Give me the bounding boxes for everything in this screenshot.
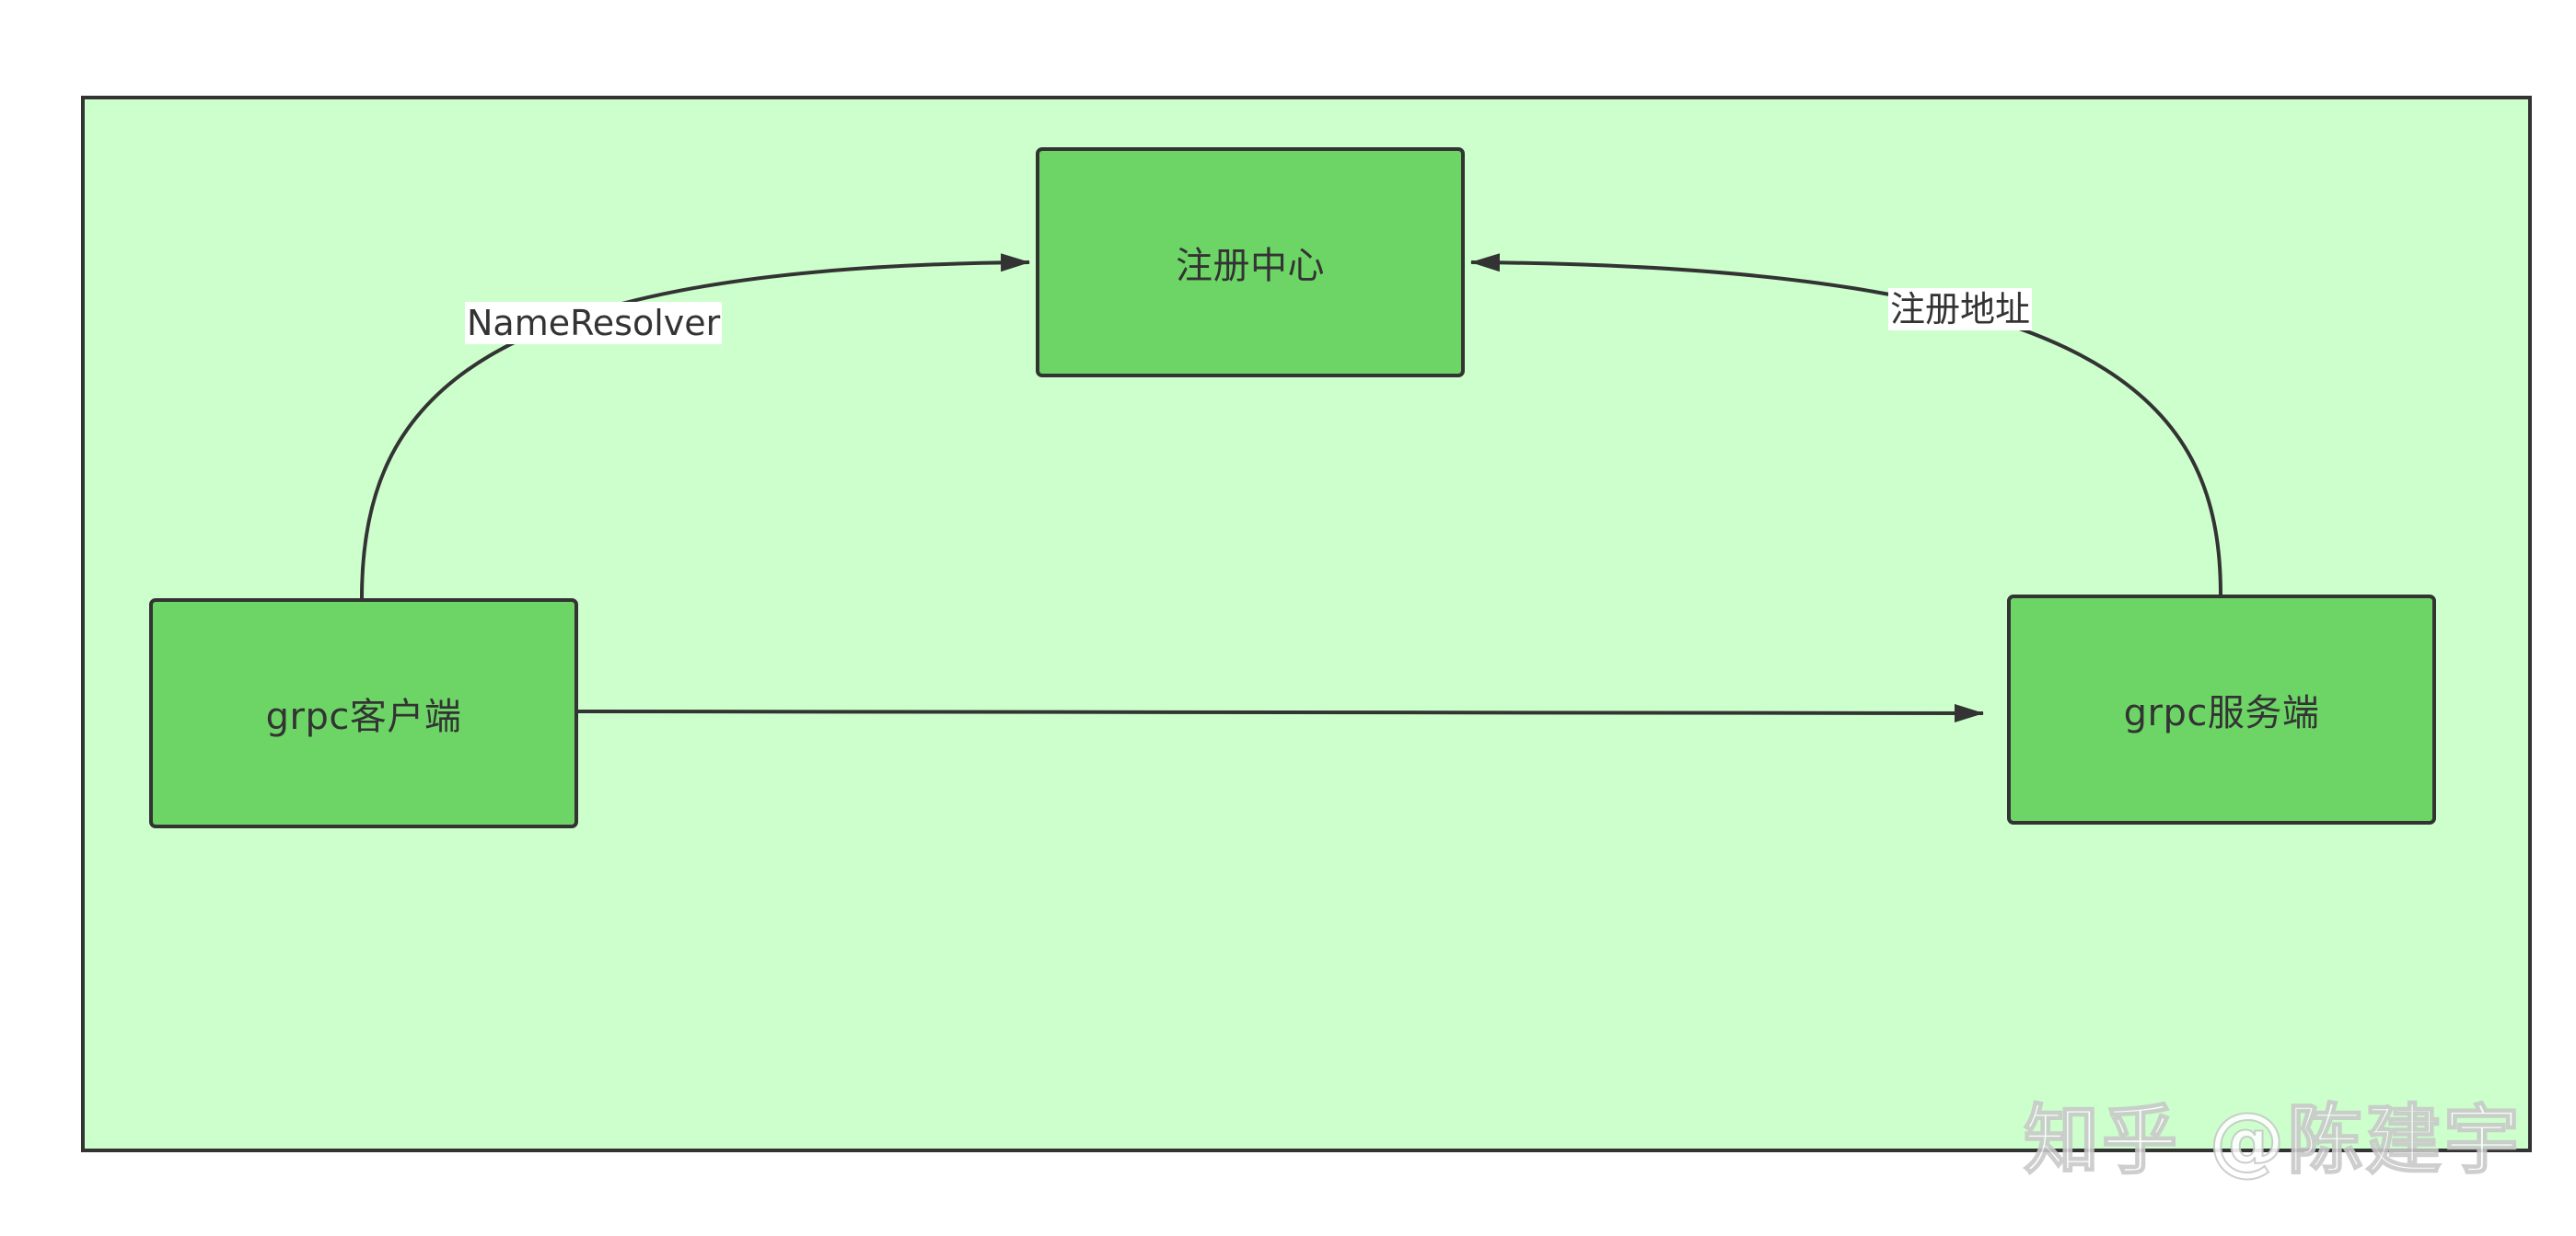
node-grpc-server[interactable]: grpc服务端 [2007,595,2436,825]
node-grpc-client-label: grpc客户端 [265,696,462,738]
edge-server-to-registry [1470,253,2222,595]
edge-label-register-address: 注册地址 [1888,288,2033,330]
edge-client-to-registry [360,253,1030,599]
node-registry-center-label: 注册中心 [1176,245,1325,287]
node-grpc-server-label: grpc服务端 [2123,692,2320,734]
edge-label-nameresolver: NameResolver [465,302,723,344]
edge-client-to-server [577,703,1984,722]
node-grpc-client[interactable]: grpc客户端 [149,598,578,828]
node-registry-center[interactable]: 注册中心 [1036,147,1465,377]
watermark: 知乎 @陈建宇 [2023,1096,2523,1185]
